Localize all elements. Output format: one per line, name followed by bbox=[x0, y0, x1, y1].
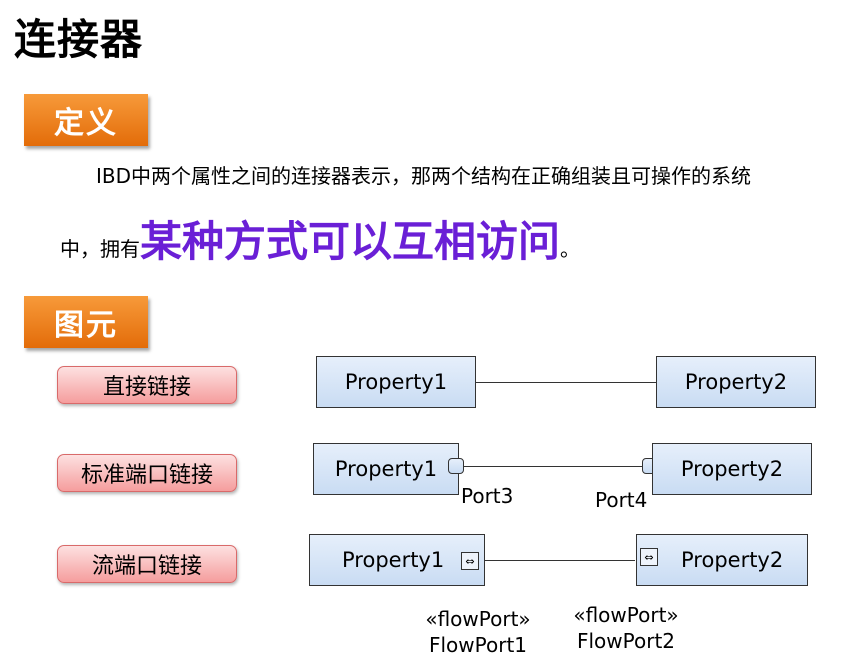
row3-connector-line bbox=[485, 560, 635, 561]
port4-label: Port4 bbox=[595, 488, 648, 512]
section-elements-badge: 图元 bbox=[24, 296, 148, 348]
section-definition-badge: 定义 bbox=[24, 94, 148, 146]
row2-connector-line bbox=[464, 466, 642, 467]
flowport1-icon: ⇔ bbox=[461, 552, 479, 570]
definition-text-line2: 中，拥有某种方式可以互相访问。 bbox=[60, 212, 580, 281]
standard-port-link-label: 标准端口链接 bbox=[57, 454, 237, 492]
row3-property2-label: Property2 bbox=[681, 548, 784, 572]
flowport2-name: FlowPort2 bbox=[576, 629, 676, 653]
definition-text-line1: IBD中两个属性之间的连接器表示，那两个结构在正确组装且可操作的系统 bbox=[96, 164, 752, 188]
row3-property1-block: Property1 bbox=[309, 534, 485, 586]
definition-prefix: 中，拥有 bbox=[60, 237, 140, 261]
flowport2-stereotype: «flowPort» bbox=[573, 603, 679, 627]
port3-icon bbox=[448, 458, 464, 474]
row1-property2-block: Property2 bbox=[656, 356, 816, 408]
row1-property1-block: Property1 bbox=[316, 356, 476, 408]
flowport1-caption: «flowPort» FlowPort1 bbox=[420, 606, 536, 658]
row3-property1-label: Property1 bbox=[342, 548, 445, 572]
row2-property1-block: Property1 bbox=[313, 443, 459, 495]
flow-port-link-label: 流端口链接 bbox=[57, 545, 237, 583]
flowport2-caption: «flowPort» FlowPort2 bbox=[566, 602, 686, 654]
flowport1-name: FlowPort1 bbox=[428, 633, 528, 657]
page-title: 连接器 bbox=[14, 15, 144, 64]
row2-property2-block: Property2 bbox=[652, 443, 812, 495]
port3-label: Port3 bbox=[461, 484, 514, 508]
flowport1-stereotype: «flowPort» bbox=[425, 607, 531, 631]
direct-link-label: 直接链接 bbox=[57, 366, 237, 404]
flowport2-icon: ⇔ bbox=[640, 548, 658, 566]
definition-suffix: 。 bbox=[560, 237, 581, 261]
row1-connector-line bbox=[476, 382, 656, 383]
row3-property2-block: Property2 bbox=[636, 534, 808, 586]
definition-emphasis: 某种方式可以互相访问 bbox=[140, 217, 561, 266]
